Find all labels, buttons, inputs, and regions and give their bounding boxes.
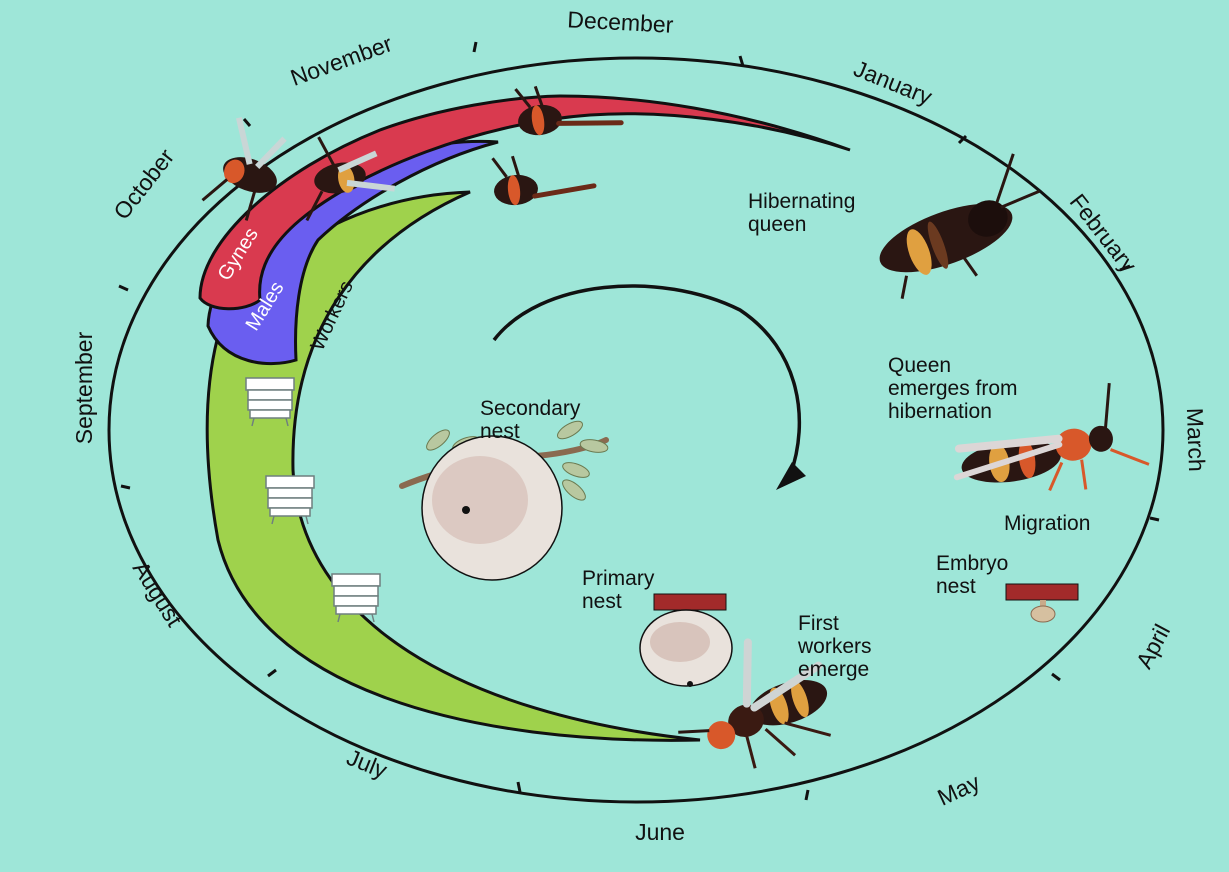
month-july: July [343, 744, 391, 784]
worker-hornet-icon [491, 148, 596, 207]
month-june: June [635, 819, 685, 845]
embryo-nest-label-line1: Embryo [936, 552, 1008, 575]
migration-label: Migration [1004, 512, 1090, 535]
primary-nest-icon [640, 594, 732, 687]
primary-nest-label-line1: Primary [582, 567, 655, 590]
queen-emerges-label-line1: Queen [888, 354, 951, 377]
month-october: October [108, 144, 179, 225]
month-september: September [71, 331, 97, 444]
first-workers-label-line2: workers [797, 635, 872, 658]
hibernating-queen-label-line1: Hibernating [748, 190, 855, 213]
embryo-nest-label-line2: nest [936, 575, 976, 598]
month-february: February [1065, 189, 1142, 278]
secondary-nest-label-line1: Secondary [480, 397, 581, 420]
clockwise-arrow [494, 286, 799, 476]
hibernating-queen-icon [861, 150, 1059, 305]
month-august: August [128, 557, 188, 632]
hibernating-queen-label-line2: queen [748, 213, 806, 236]
primary-nest-label-line2: nest [582, 590, 622, 613]
month-march: March [1182, 407, 1210, 472]
month-december: December [567, 6, 675, 38]
month-may: May [933, 769, 984, 811]
first-workers-label-line1: First [798, 612, 839, 635]
queen-emerges-label-line2: emerges from [888, 377, 1018, 400]
month-november: November [287, 30, 396, 91]
first-workers-label-line3: emerge [798, 658, 869, 681]
month-april: April [1131, 620, 1176, 673]
arrowhead-icon [776, 462, 806, 490]
secondary-nest-label-line2: nest [480, 420, 520, 443]
month-january: January [850, 55, 936, 110]
embryo-nest-icon [1006, 584, 1078, 622]
queen-emerges-label-line3: hibernation [888, 400, 992, 423]
